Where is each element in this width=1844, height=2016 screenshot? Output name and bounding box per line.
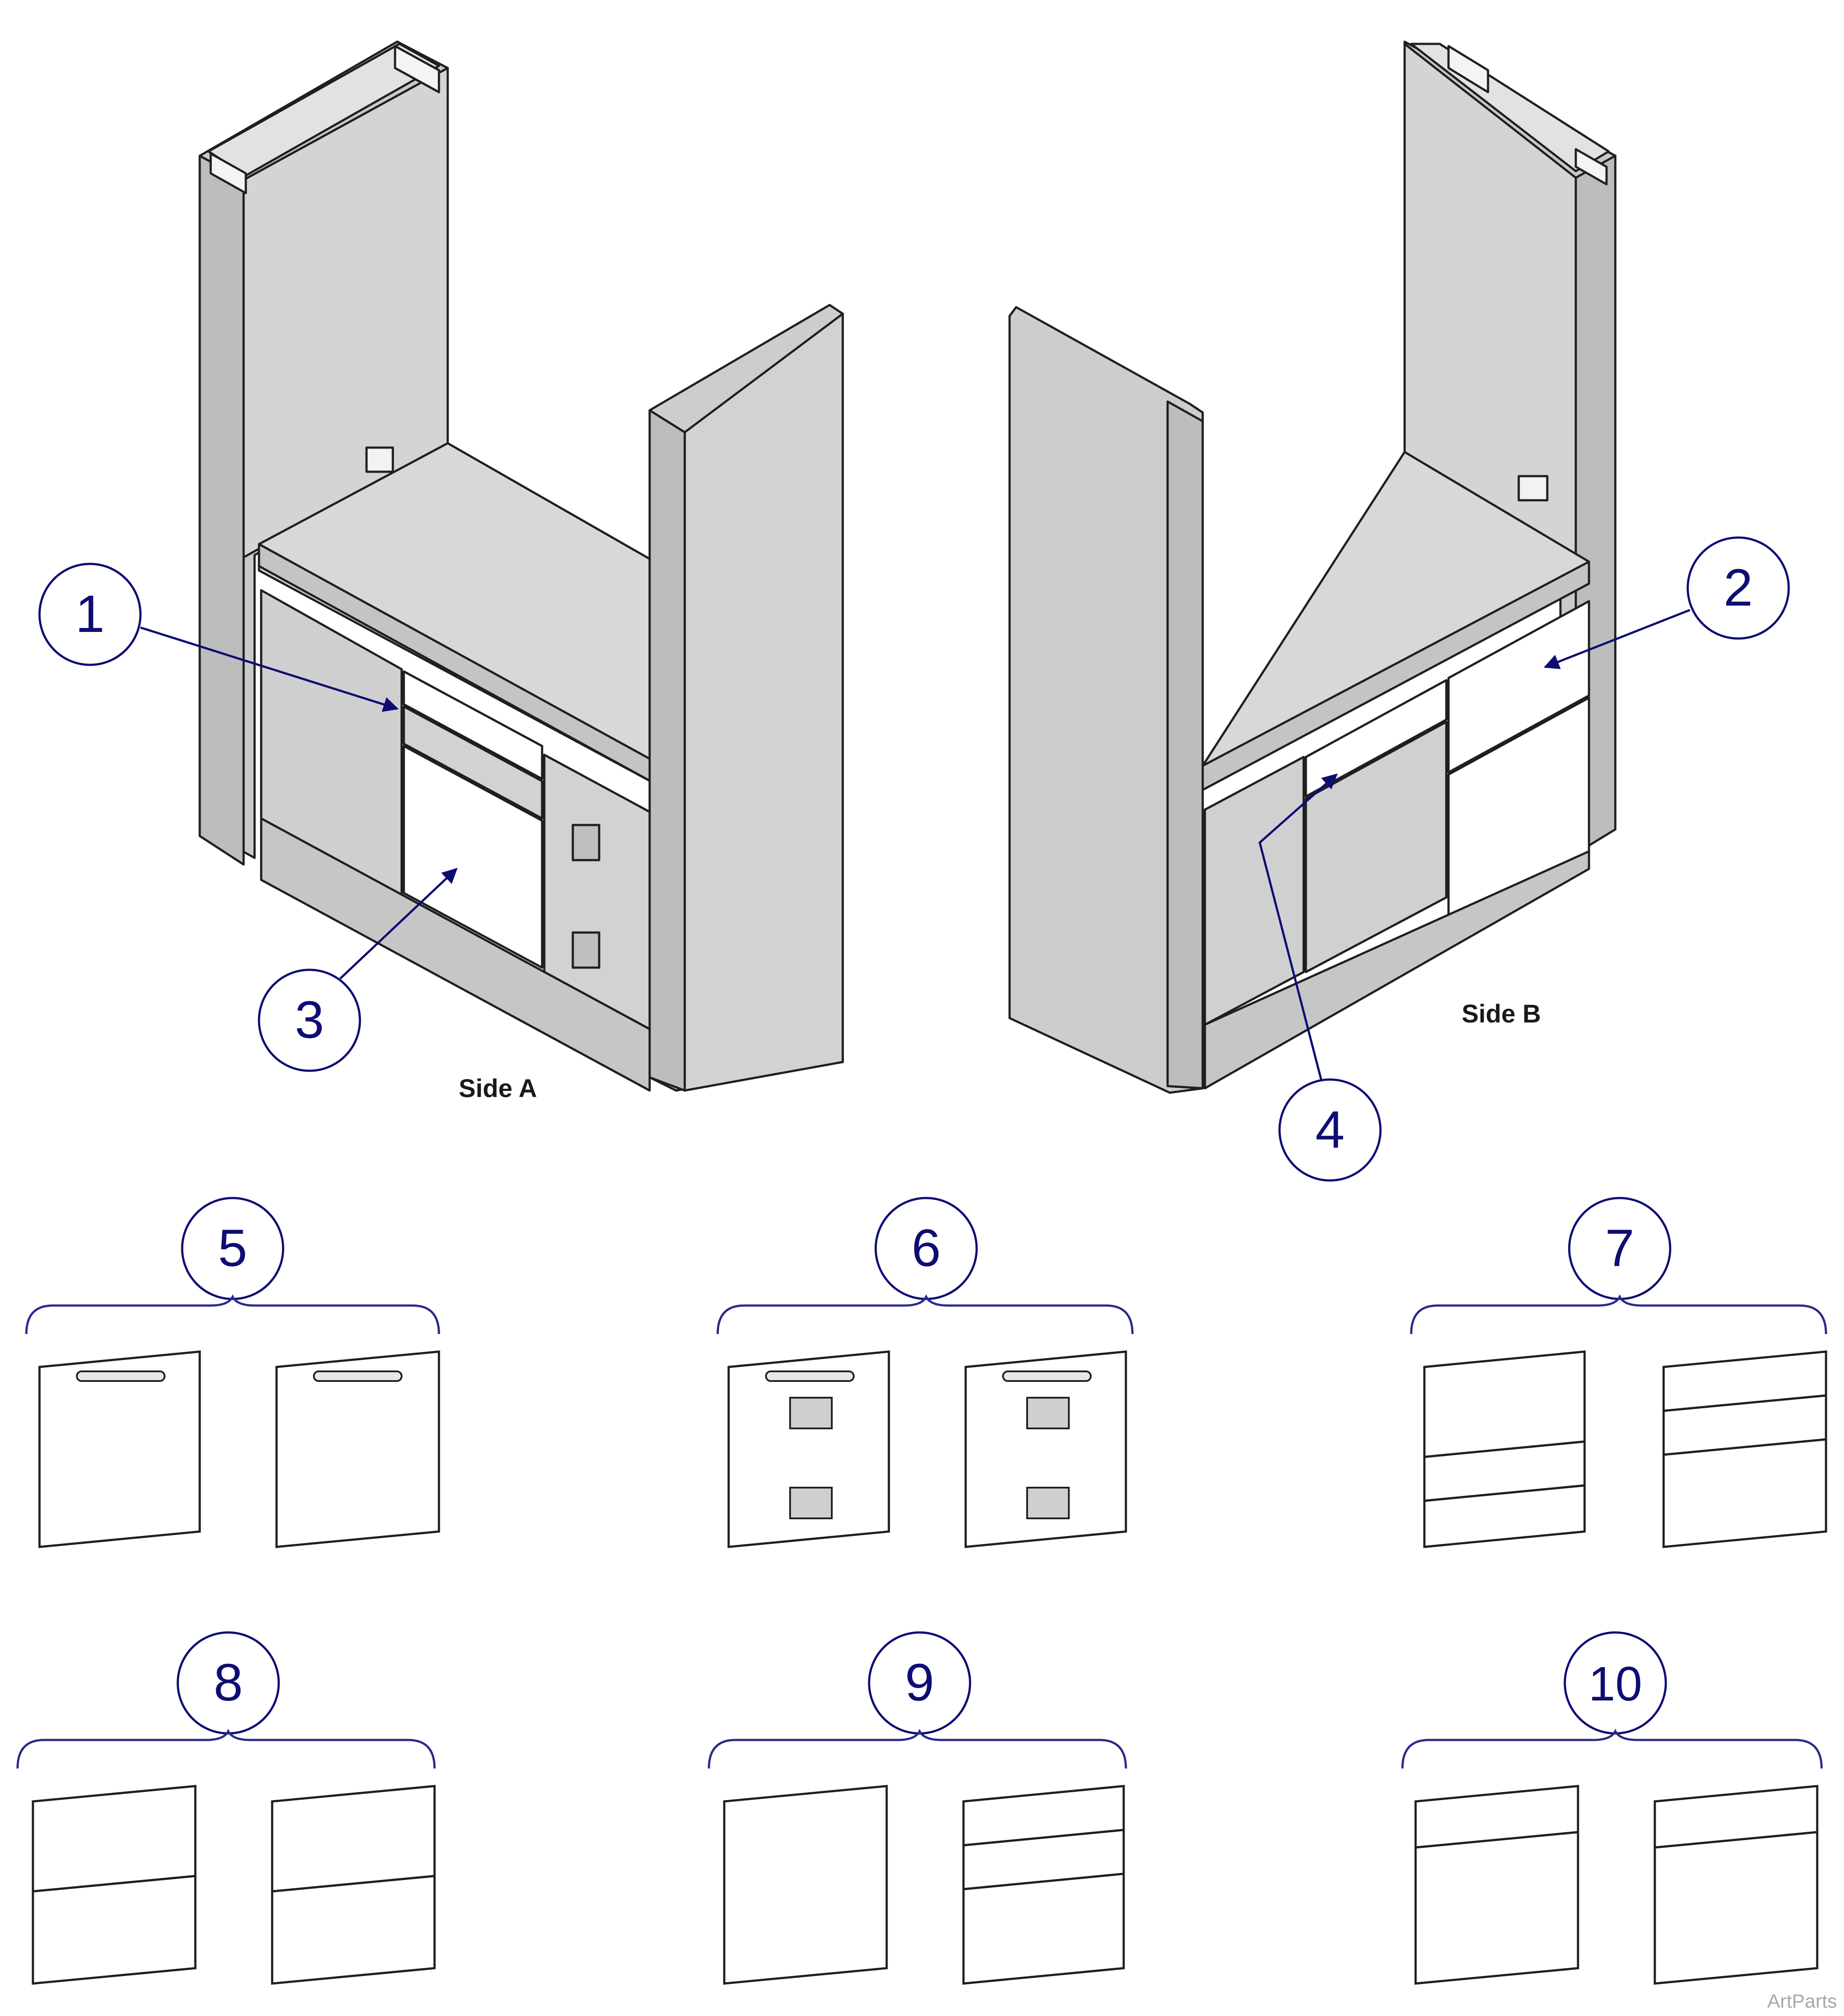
callout-4: 4 <box>1258 773 1382 1182</box>
callout-2-number: 2 <box>1724 558 1753 617</box>
callout-1-number: 1 <box>75 585 105 643</box>
vent-grille-icon <box>1026 1397 1070 1429</box>
cabinet-side-a <box>198 40 844 1092</box>
callout-7-number: 7 <box>1605 1219 1635 1277</box>
drawer-pull-icon <box>76 1370 165 1382</box>
callout-5-number: 5 <box>218 1219 248 1277</box>
callout-1: 1 <box>38 563 399 712</box>
drawer-pull-icon <box>313 1370 403 1382</box>
callout-2: 2 <box>1543 536 1790 669</box>
side-a-label: Side A <box>459 1074 537 1103</box>
group-7: 7 <box>1410 1197 1827 1548</box>
cabinet-side-b <box>1008 40 1617 1094</box>
group-8: 8 <box>16 1631 436 1985</box>
group-6: 6 <box>716 1197 1134 1548</box>
group-9: 9 <box>708 1631 1127 1985</box>
group-5: 5 <box>25 1197 440 1548</box>
callout-10-number: 10 <box>1589 1657 1642 1711</box>
vent-grille-icon <box>1026 1487 1070 1519</box>
callout-9-number: 9 <box>905 1653 935 1712</box>
drawer-pull-icon <box>1002 1370 1092 1382</box>
artparts-watermark: ArtParts <box>1767 1991 1837 2012</box>
side-b-label: Side B <box>1462 1000 1541 1028</box>
callout-4-number: 4 <box>1316 1100 1345 1159</box>
callout-6-number: 6 <box>912 1219 941 1277</box>
group-10: 10 <box>1401 1631 1823 1985</box>
callout-3-number: 3 <box>295 990 324 1049</box>
callout-3: 3 <box>258 868 458 1072</box>
vent-grille-icon <box>789 1397 833 1429</box>
vent-grille-icon <box>789 1487 833 1519</box>
callout-8-number: 8 <box>214 1653 243 1712</box>
drawer-pull-icon <box>765 1370 855 1382</box>
